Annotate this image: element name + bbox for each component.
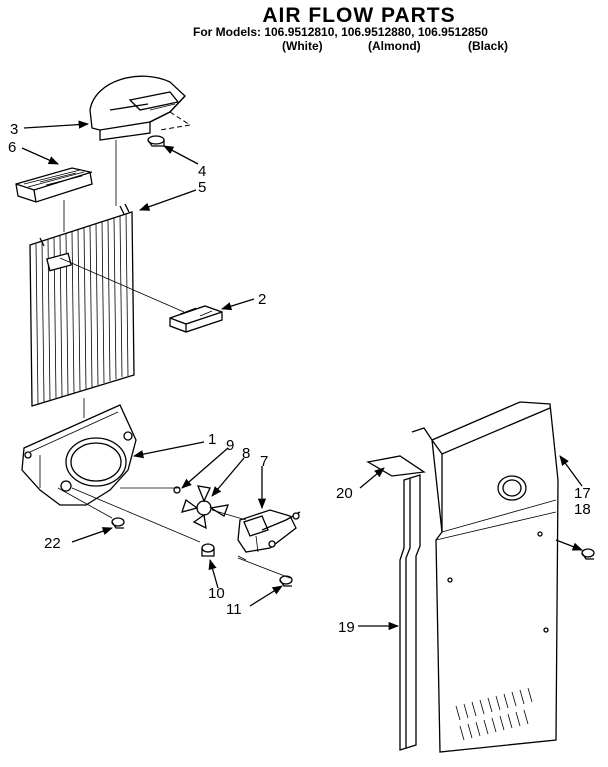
callout-9: 9 [226, 437, 234, 454]
color-almond-label: (Almond) [368, 39, 421, 53]
part-screw-22 [111, 517, 125, 529]
callout-18: 18 [574, 501, 591, 518]
part-screw-4 [147, 135, 165, 147]
part-duct-top [89, 75, 192, 141]
part-fan-housing-1 [21, 404, 137, 506]
part-panel-17 [411, 401, 559, 753]
part-screw-11 [279, 575, 293, 587]
callout-22: 22 [44, 535, 61, 552]
part-screw-18 [581, 548, 595, 560]
color-black-label: (Black) [468, 39, 509, 53]
callout-10: 10 [208, 585, 225, 602]
leader-arrows [21, 120, 583, 631]
part-grille-6 [15, 167, 93, 203]
part-bushing-10 [201, 543, 215, 557]
callout-4: 4 [198, 163, 206, 180]
callout-17: 17 [574, 485, 591, 502]
part-strip-20 [366, 455, 426, 477]
part-fan-blade-8 [173, 485, 229, 530]
part-bracket-2 [169, 305, 223, 333]
models-line: For Models: 106.9512810, 106.9512880, 10… [193, 25, 488, 39]
callout-1: 1 [208, 431, 216, 448]
callout-6: 6 [8, 139, 16, 156]
diagram-title: AIR FLOW PARTS [262, 4, 456, 27]
part-channel-19 [399, 474, 421, 751]
callout-20: 20 [336, 485, 353, 502]
callout-5: 5 [198, 179, 206, 196]
callout-3: 3 [10, 121, 18, 138]
part-motor-7 [237, 509, 301, 561]
callout-2: 2 [258, 291, 266, 308]
callout-8: 8 [242, 445, 250, 462]
callout-19: 19 [338, 619, 355, 636]
callout-7: 7 [260, 453, 268, 470]
callout-11: 11 [226, 601, 242, 618]
part-duct-panel-5 [29, 203, 135, 407]
color-white-label: (White) [282, 39, 323, 53]
